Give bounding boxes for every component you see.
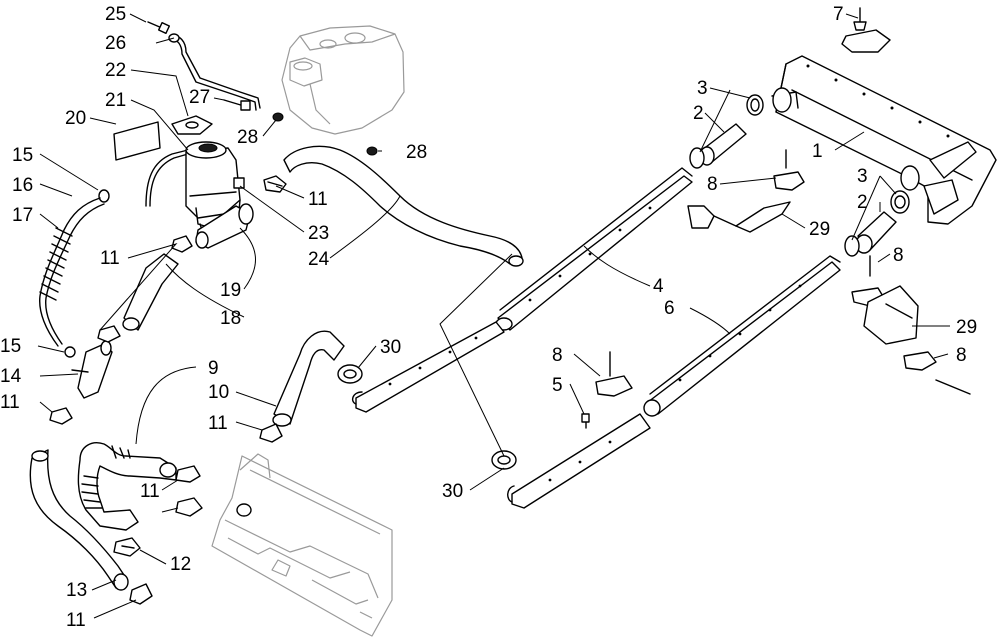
part-19-outlet xyxy=(195,203,254,249)
callout-2a: 2 xyxy=(693,103,704,124)
part-14-tee xyxy=(71,340,113,399)
part-21-hose xyxy=(145,149,189,207)
callout-15a: 15 xyxy=(12,145,33,166)
part-5-bracket xyxy=(507,413,651,509)
callout-15b: 15 xyxy=(0,336,21,357)
part-16-17-spring-hose xyxy=(39,197,105,347)
part-24-hose xyxy=(283,145,524,267)
part-26-tube xyxy=(168,33,261,111)
callout-3b: 3 xyxy=(857,166,868,187)
part-27-bolt xyxy=(223,99,251,111)
callout-22: 22 xyxy=(105,60,126,81)
part-11-clamp-b xyxy=(97,325,121,343)
callout-28a: 28 xyxy=(237,127,258,148)
part-13-hose xyxy=(29,449,129,591)
callout-4: 4 xyxy=(653,276,664,297)
part-fitting-tunnel xyxy=(236,503,252,517)
part-6-heat-exchanger xyxy=(643,255,841,417)
callout-1: 1 xyxy=(812,141,823,162)
part-18-hose xyxy=(122,253,179,331)
callout-14: 14 xyxy=(0,366,22,387)
part-28-washer-a xyxy=(272,112,284,122)
callout-11c: 11 xyxy=(0,392,20,413)
callout-8c: 8 xyxy=(956,345,967,366)
callout-8d: 8 xyxy=(552,345,563,366)
callout-6: 6 xyxy=(664,298,675,319)
part-7-bracket xyxy=(841,7,891,53)
part-10-hose xyxy=(272,330,345,427)
callout-11b: 11 xyxy=(100,248,120,269)
callout-29b: 29 xyxy=(956,317,977,338)
callout-27: 27 xyxy=(189,87,210,108)
callout-2b: 2 xyxy=(857,192,868,213)
callout-21: 21 xyxy=(105,90,126,111)
part-22-gasket xyxy=(171,115,213,135)
leader-lines xyxy=(37,13,950,619)
part-30-clamp-a xyxy=(337,364,363,384)
part-8-bracket-a xyxy=(773,149,805,191)
part-1-heat-exchanger xyxy=(771,55,997,225)
callout-20: 20 xyxy=(65,108,86,129)
callout-11f: 11 xyxy=(66,610,86,631)
part-3-clamp-b1 xyxy=(890,190,910,214)
callout-labels: 25 26 22 27 21 28 20 28 15 16 11 17 23 2… xyxy=(0,4,977,631)
callout-8a: 8 xyxy=(707,174,718,195)
part-11-clamp-f xyxy=(129,583,153,605)
part-29-bracket-a xyxy=(687,201,791,233)
part-3-clamp-b2 xyxy=(844,235,860,257)
part-4-heat-exchanger xyxy=(351,167,693,413)
part-11-clamp-d xyxy=(259,423,283,443)
part-15-fitting-a xyxy=(98,189,110,203)
part-8-bracket-c xyxy=(595,351,633,397)
callout-16: 16 xyxy=(12,175,33,196)
callout-13: 13 xyxy=(66,580,87,601)
part-9-corrugated-hose xyxy=(77,442,177,531)
callout-10: 10 xyxy=(208,382,229,403)
callout-23: 23 xyxy=(308,223,329,244)
part-8-bracket-d xyxy=(903,351,971,395)
callout-9: 9 xyxy=(208,358,219,379)
callout-29a: 29 xyxy=(809,219,830,240)
callout-11e: 11 xyxy=(140,481,160,502)
callout-28b: 28 xyxy=(406,142,427,163)
callout-24: 24 xyxy=(308,249,330,270)
part-25-bolt xyxy=(147,21,171,35)
callout-11d: 11 xyxy=(208,413,228,434)
part-23-clamp xyxy=(263,175,287,193)
tunnel-panel-outline xyxy=(211,453,393,637)
part-15-fitting-b xyxy=(64,346,76,358)
part-11-clamp-e1 xyxy=(175,465,201,483)
part-11-clamp-e2 xyxy=(175,497,203,517)
callout-5: 5 xyxy=(552,375,563,396)
callout-25: 25 xyxy=(105,4,126,25)
part-2-coupler-a xyxy=(699,123,747,166)
callout-11a: 11 xyxy=(308,189,328,210)
callout-3a: 3 xyxy=(697,78,708,99)
part-29-bracket-b xyxy=(863,285,919,345)
callout-30b: 30 xyxy=(442,481,463,502)
fuel-tank-outline xyxy=(281,25,405,135)
part-28-washer-b xyxy=(366,146,378,156)
callout-8b: 8 xyxy=(893,245,904,266)
callout-7: 7 xyxy=(833,4,844,25)
callout-26: 26 xyxy=(105,33,126,54)
callout-18: 18 xyxy=(220,308,241,329)
part-11-clamp-a xyxy=(171,235,193,253)
part-3-clamp-a1 xyxy=(746,94,764,116)
callout-30a: 30 xyxy=(380,337,401,358)
part-30-clamp-b xyxy=(491,450,517,470)
part-2-coupler-b xyxy=(855,211,897,254)
part-12-clamp xyxy=(113,537,141,557)
callout-19: 19 xyxy=(220,280,241,301)
part-3-clamp-a2 xyxy=(689,147,705,169)
part-11-clamp-c xyxy=(49,407,73,425)
part-20-decal xyxy=(113,121,161,161)
callout-12: 12 xyxy=(170,554,191,575)
callout-17: 17 xyxy=(12,205,33,226)
